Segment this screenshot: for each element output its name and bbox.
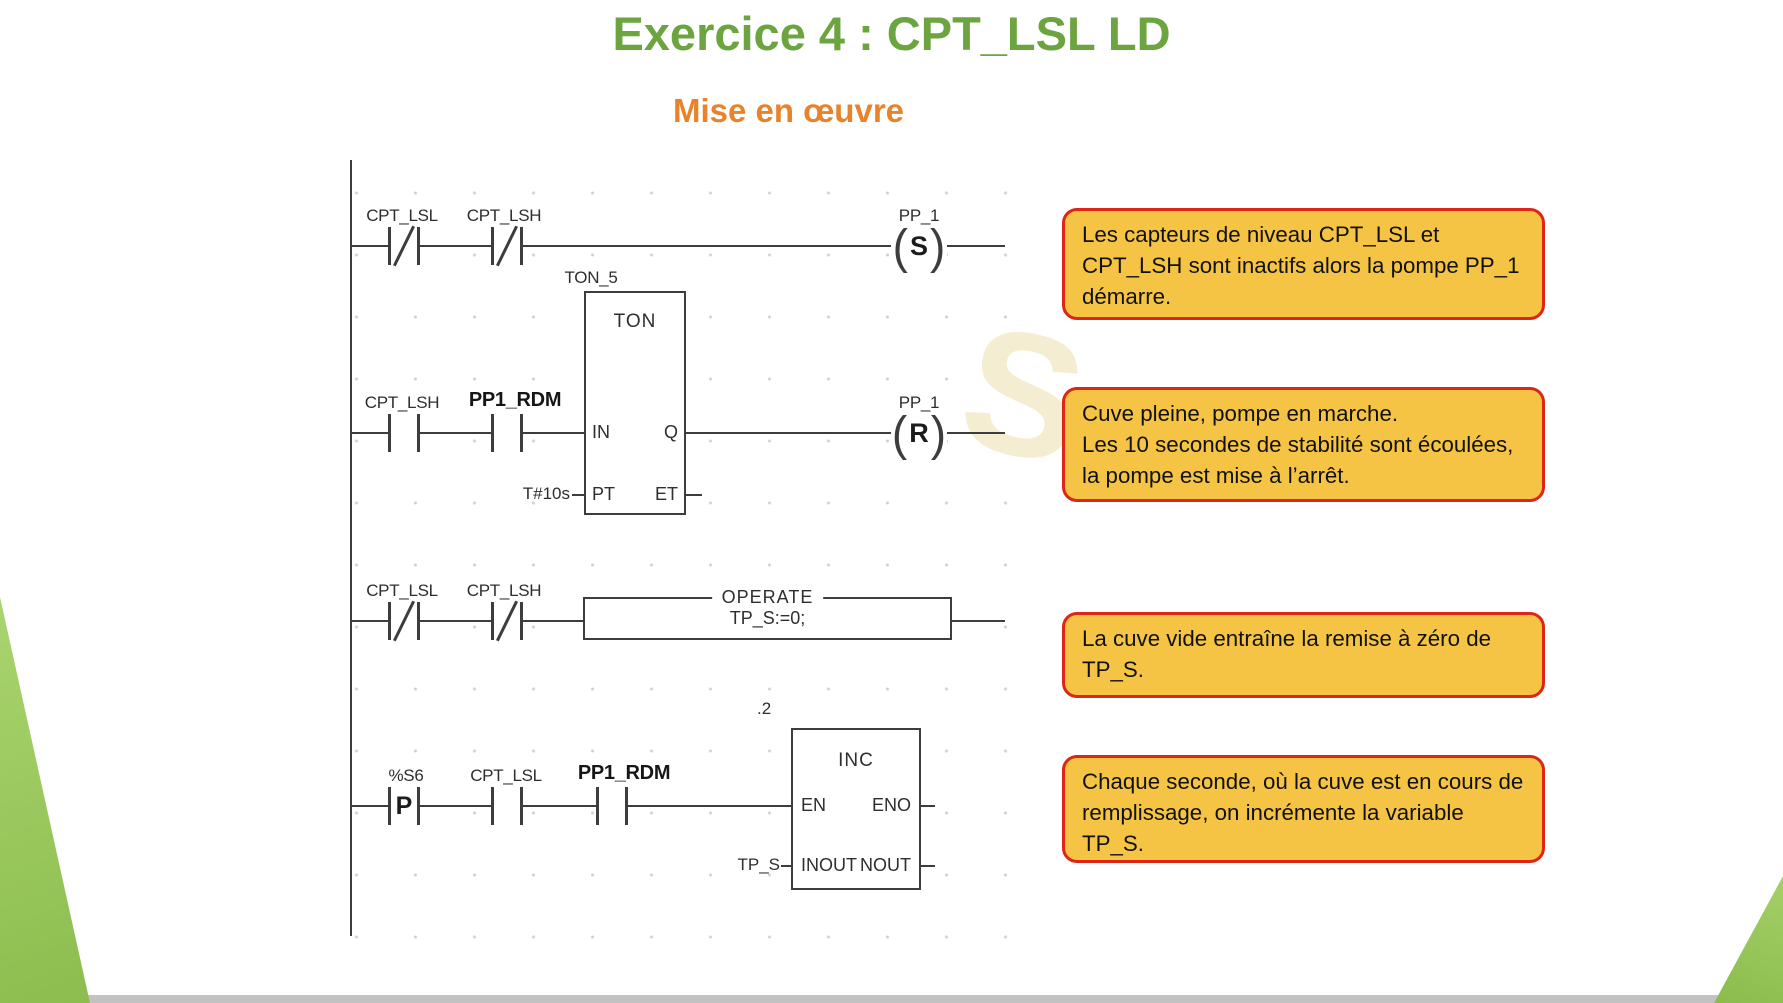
inout-pin-stub bbox=[781, 865, 791, 867]
ton-preset-value: T#10s bbox=[522, 484, 570, 503]
power-rail bbox=[350, 160, 352, 936]
inc-pin-eno: ENO bbox=[871, 795, 911, 815]
set-coil-letter: S bbox=[909, 230, 928, 261]
nout-pin-stub bbox=[919, 865, 935, 867]
rung2-contact2-label: PP1_RDM bbox=[468, 389, 562, 411]
rising-edge-contact-s6: P bbox=[388, 787, 420, 825]
coil-paren-close: ) bbox=[930, 405, 947, 461]
coil-paren-open: ( bbox=[891, 405, 908, 461]
rung1-coil-label: PP_1 bbox=[898, 206, 940, 225]
inc-inout-variable: TP_S bbox=[737, 855, 780, 874]
corner-triangle-left bbox=[0, 597, 90, 1003]
coil-paren-close: ) bbox=[930, 218, 946, 274]
nc-contact-rung1-cpt-lsh bbox=[491, 225, 523, 267]
no-contact-rung2-pp1-rdm bbox=[491, 414, 523, 452]
rung4-wire bbox=[350, 805, 791, 807]
inc-pin-nout: NOUT bbox=[860, 855, 911, 875]
nc-contact-rung1-cpt-lsl bbox=[388, 225, 420, 267]
rung2-coil-label: PP_1 bbox=[898, 393, 940, 412]
rung4-contact3-label: PP1_RDM bbox=[577, 762, 671, 784]
nc-slash-icon bbox=[393, 600, 415, 642]
inc-pin-en: EN bbox=[801, 795, 827, 815]
reset-coil-pp1: ( R ) bbox=[891, 408, 947, 458]
rung3-contact2-label: CPT_LSH bbox=[466, 581, 542, 600]
reset-coil-letter: R bbox=[909, 417, 929, 448]
inc-block-title: INC bbox=[838, 750, 874, 771]
page-title: Exercice 4 : CPT_LSL LD bbox=[612, 7, 1171, 60]
rung1-wire bbox=[350, 245, 1005, 247]
note-rung2: Cuve pleine, pompe en marche. Les 10 sec… bbox=[1062, 387, 1545, 502]
ton-pin-pt: PT bbox=[592, 484, 616, 504]
et-pin-stub bbox=[686, 494, 702, 496]
corner-triangle-right bbox=[1714, 876, 1783, 1003]
inc-pin-inout: INOUT bbox=[801, 855, 857, 875]
inc-block-number: .2 bbox=[757, 699, 772, 718]
set-coil-pp1: ( S ) bbox=[891, 221, 947, 271]
rung2-contact1-label: CPT_LSH bbox=[364, 393, 440, 412]
no-contact-rung2-cpt-lsh bbox=[388, 414, 420, 452]
nc-slash-icon bbox=[496, 600, 518, 642]
page-subtitle: Mise en œuvre bbox=[672, 92, 905, 129]
rung4-contact2-label: CPT_LSL bbox=[470, 766, 542, 785]
note-rung4: Chaque seconde, où la cuve est en cours … bbox=[1062, 755, 1545, 863]
ton-pin-q: Q bbox=[663, 422, 678, 442]
nc-contact-rung3-cpt-lsl bbox=[388, 600, 420, 642]
ladder-grid-dots bbox=[350, 160, 1050, 940]
nc-slash-icon bbox=[496, 225, 518, 267]
operate-block-title: OPERATE bbox=[711, 587, 824, 608]
rung1-contact1-label: CPT_LSL bbox=[366, 206, 438, 225]
ton-block-title: TON bbox=[613, 311, 657, 332]
pt-pin-stub bbox=[572, 494, 584, 496]
rising-edge-letter: P bbox=[395, 791, 413, 820]
note-rung1: Les capteurs de niveau CPT_LSL et CPT_LS… bbox=[1062, 208, 1545, 320]
ton-pin-et: ET bbox=[654, 484, 678, 504]
inc-block: INC EN ENO INOUT NOUT bbox=[791, 728, 921, 890]
rung1-contact2-label: CPT_LSH bbox=[466, 206, 542, 225]
ton-timer-block: TON IN Q PT ET bbox=[584, 291, 686, 515]
ton-pin-in: IN bbox=[592, 422, 610, 442]
nc-contact-rung3-cpt-lsh bbox=[491, 600, 523, 642]
ton-instance-label: TON_5 bbox=[564, 268, 618, 287]
note-rung3: La cuve vide entraîne la remise à zéro d… bbox=[1062, 612, 1545, 698]
bottom-gray-strip bbox=[0, 995, 1783, 1003]
coil-paren-open: ( bbox=[892, 218, 908, 274]
nc-slash-icon bbox=[393, 225, 415, 267]
rung4-contact1-label: %S6 bbox=[388, 766, 424, 785]
no-contact-rung4-pp1-rdm bbox=[596, 787, 628, 825]
eno-pin-stub bbox=[919, 805, 935, 807]
rung3-contact1-label: CPT_LSL bbox=[366, 581, 438, 600]
operate-block: OPERATE TP_S:=0; bbox=[583, 587, 952, 640]
no-contact-rung4-cpt-lsl bbox=[491, 787, 523, 825]
operate-expression: TP_S:=0; bbox=[729, 608, 806, 628]
